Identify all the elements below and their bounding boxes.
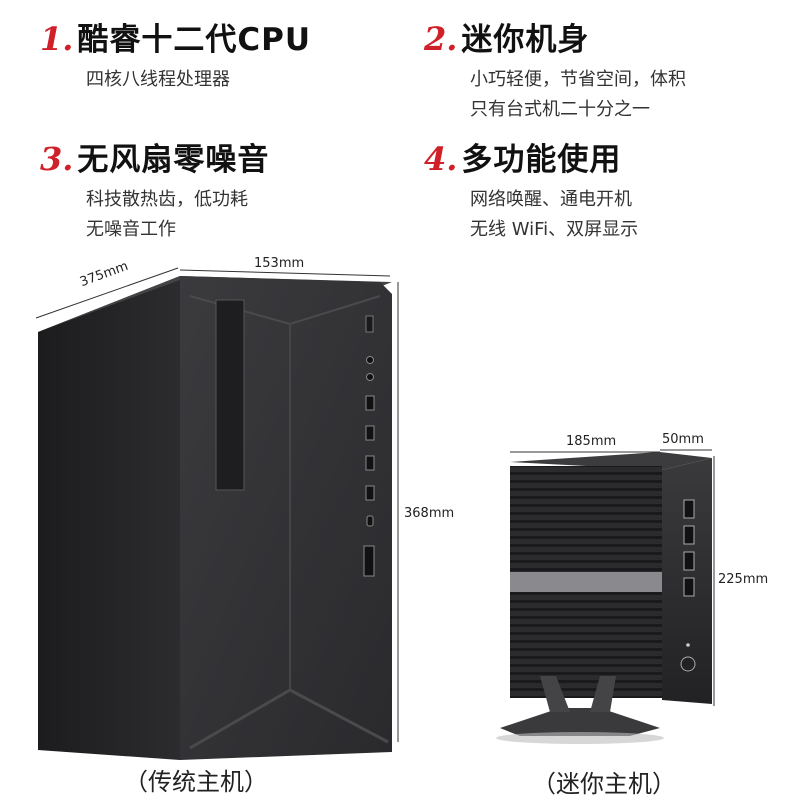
feature-1-line-1: 四核八线程处理器 bbox=[86, 69, 230, 90]
feature-2: 2. 迷你机身 小巧轻便，节省空间，体积 只有台式机二十分之一 bbox=[424, 14, 686, 125]
mini-power-led bbox=[686, 643, 690, 647]
feature-3-line-1: 科技散热齿，低功耗 bbox=[86, 189, 248, 210]
tower-audio-jack-2 bbox=[366, 373, 374, 381]
tower-side-panel bbox=[38, 276, 180, 760]
tower-usb-port-3 bbox=[365, 455, 375, 471]
mini-pc-stand bbox=[500, 708, 660, 736]
mini-usb-port-2 bbox=[683, 525, 695, 545]
feature-1-number: 1. bbox=[40, 20, 74, 58]
feature-2-number: 2. bbox=[424, 20, 458, 58]
tower-dimension-lines bbox=[35, 267, 399, 742]
feature-3-line-2: 无噪音工作 bbox=[86, 219, 176, 240]
feature-2-title: 迷你机身 bbox=[461, 22, 590, 58]
tower-usb-port-4 bbox=[365, 485, 375, 501]
feature-4-title: 多功能使用 bbox=[461, 142, 622, 178]
mini-caption: （迷你主机） bbox=[532, 770, 676, 798]
feature-3-desc: 科技散热齿，低功耗 无噪音工作 bbox=[86, 185, 269, 245]
tower-usb-port-2 bbox=[365, 425, 375, 441]
feature-2-line-1: 小巧轻便，节省空间，体积 bbox=[470, 69, 686, 90]
feature-4-desc: 网络唤醒、通电开机 无线 WiFi、双屏显示 bbox=[470, 185, 638, 245]
feature-2-desc: 小巧轻便，节省空间，体积 只有台式机二十分之一 bbox=[470, 65, 686, 125]
mini-power-button bbox=[680, 656, 696, 672]
mini-pc-stand-arm bbox=[540, 676, 570, 712]
tower-usb-port-1 bbox=[365, 395, 375, 411]
feature-4-number: 4. bbox=[424, 140, 458, 178]
feature-1: 1. 酷睿十二代CPU 四核八线程处理器 bbox=[40, 14, 311, 95]
tower-power-button bbox=[365, 315, 374, 333]
feature-3: 3. 无风扇零噪音 科技散热齿，低功耗 无噪音工作 bbox=[40, 134, 269, 245]
feature-4-line-2: 无线 WiFi、双屏显示 bbox=[470, 219, 639, 240]
mini-width-label: 185mm bbox=[566, 434, 617, 449]
feature-4-line-1: 网络唤醒、通电开机 bbox=[470, 189, 632, 210]
mini-depth-label: 50mm bbox=[662, 432, 704, 447]
mini-usb-port-3 bbox=[683, 551, 695, 571]
mini-pc-shadow bbox=[496, 732, 664, 744]
mini-usb-port-4 bbox=[683, 577, 695, 597]
tower-front-panel bbox=[180, 276, 392, 760]
tower-height-label: 368mm bbox=[404, 506, 455, 521]
feature-1-title: 酷睿十二代CPU bbox=[77, 22, 312, 58]
mini-pc-silver-band bbox=[510, 572, 662, 592]
mini-dimension-lines bbox=[510, 449, 715, 706]
feature-4: 4. 多功能使用 网络唤醒、通电开机 无线 WiFi、双屏显示 bbox=[424, 134, 638, 245]
optical-drive-bay bbox=[215, 299, 245, 491]
feature-1-desc: 四核八线程处理器 bbox=[86, 65, 311, 95]
tower-audio-jack-1 bbox=[366, 356, 374, 364]
tower-caption: （传统主机） bbox=[124, 768, 268, 796]
mini-usb-port-1 bbox=[683, 499, 695, 519]
feature-2-line-2: 只有台式机二十分之一 bbox=[470, 99, 650, 120]
tower-width-label: 153mm bbox=[254, 256, 305, 271]
tower-usbc-port bbox=[366, 515, 374, 527]
mini-height-label: 225mm bbox=[718, 572, 769, 587]
mini-pc-top bbox=[510, 452, 712, 470]
feature-3-number: 3. bbox=[40, 140, 74, 178]
feature-3-title: 无风扇零噪音 bbox=[77, 142, 270, 178]
tower-card-reader bbox=[363, 545, 375, 577]
mini-pc-stand-arm-2 bbox=[590, 676, 616, 712]
